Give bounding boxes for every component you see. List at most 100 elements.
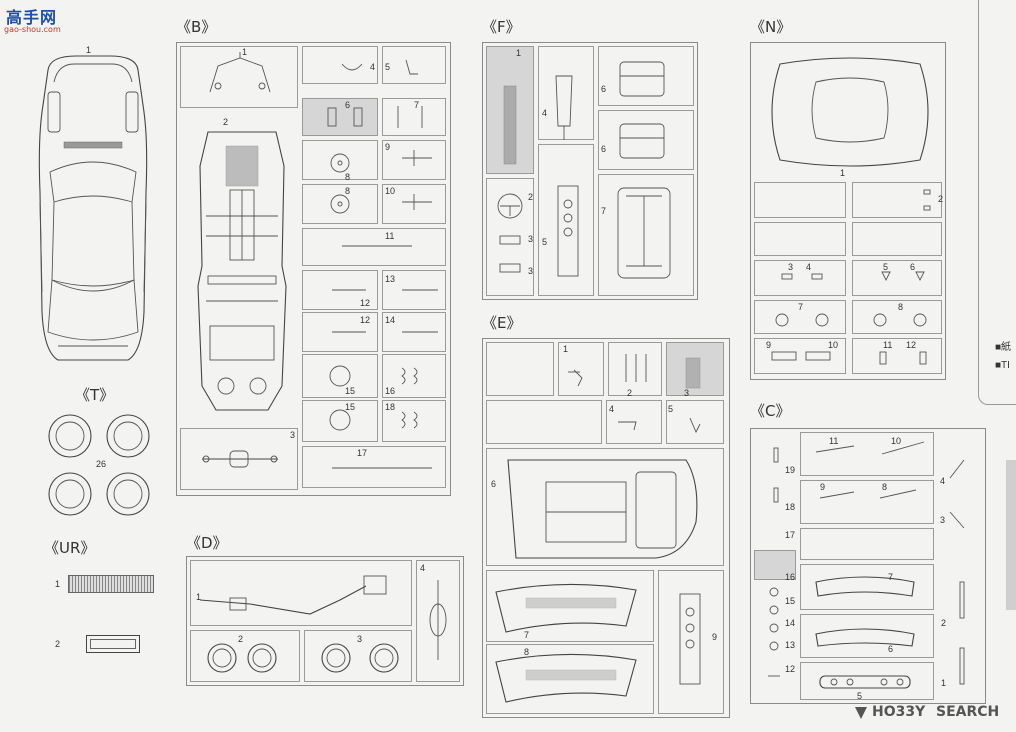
n-num: 1	[840, 168, 846, 178]
b-num: 3	[290, 430, 296, 440]
c-num: 7	[888, 572, 894, 582]
car-body-topview	[38, 55, 148, 361]
c-num: 1	[941, 678, 947, 688]
d-num: 1	[196, 592, 202, 602]
e-num: 2	[627, 388, 633, 398]
n-roof-panel	[771, 57, 929, 167]
b-cell	[302, 270, 378, 310]
c-num: 15	[785, 596, 796, 606]
b-cell	[382, 312, 446, 352]
e-cell	[486, 570, 654, 642]
c-cell	[800, 480, 934, 524]
side-note-2: ■TI	[995, 360, 1010, 371]
n-cell	[852, 338, 942, 374]
f-num: 3	[528, 234, 534, 244]
ur-part-number-2: 2	[55, 639, 61, 649]
f-num: 3	[528, 266, 534, 276]
section-label-b: 《B》	[176, 18, 217, 36]
f-parts	[497, 61, 671, 279]
c-parts	[768, 441, 965, 689]
b-num: 18	[385, 402, 396, 412]
n-num: 2	[938, 194, 944, 204]
e-cell	[486, 400, 602, 444]
tire-rings	[48, 414, 150, 516]
n-cell	[754, 300, 846, 334]
c-num: 12	[785, 664, 796, 674]
site-logo-chinese: 高手网	[6, 8, 58, 27]
section-label-e: 《E》	[482, 314, 522, 332]
b-cell	[302, 140, 378, 180]
b-num: 1	[242, 47, 248, 57]
section-label-n: 《N》	[750, 18, 792, 36]
b-part-3-axle	[202, 450, 278, 468]
f-cell	[538, 144, 594, 296]
f-num: 6	[601, 84, 607, 94]
tire-part-number: 26	[96, 459, 107, 469]
b-part-1-frame	[209, 52, 271, 93]
d-cell	[304, 630, 412, 682]
n-cell	[754, 222, 846, 256]
b-num: 15	[345, 386, 356, 396]
side-gray-block	[1006, 460, 1016, 610]
n-num: 6	[910, 262, 916, 272]
ur-part-2-plate	[86, 635, 140, 653]
n-cell	[754, 260, 846, 296]
d-parts	[199, 575, 447, 673]
side-note-1: ■紙	[995, 342, 1012, 353]
b-num: 13	[385, 274, 396, 284]
c-num: 18	[785, 502, 796, 512]
b-num: 7	[414, 100, 420, 110]
b-cell	[180, 46, 298, 108]
n-small-parts	[771, 189, 931, 365]
c-num: 3	[940, 515, 946, 525]
ur-part-number-1: 1	[55, 579, 61, 589]
n-num: 3	[788, 262, 794, 272]
b-num: 2	[223, 117, 229, 127]
b-cell	[382, 400, 446, 442]
n-num: 12	[906, 340, 917, 350]
d-cell	[190, 630, 300, 682]
c-num: 2	[941, 618, 947, 628]
n-cell	[852, 300, 942, 334]
f-cell	[538, 46, 594, 140]
hobbysearch-logo: HO33Y SEARCH	[854, 704, 1014, 724]
c-num: 16	[785, 572, 796, 582]
d-num: 2	[238, 634, 244, 644]
b-cell	[302, 312, 378, 352]
c-cell	[800, 564, 934, 610]
e-num: 1	[563, 344, 569, 354]
b-cell	[382, 354, 446, 398]
b-num: 11	[385, 231, 395, 241]
c-num: 11	[829, 436, 839, 446]
c-cell	[800, 432, 934, 476]
e-cell	[658, 570, 724, 714]
e-num: 3	[684, 388, 690, 398]
c-num: 5	[857, 691, 863, 701]
c-num: 9	[820, 482, 826, 492]
n-cell	[852, 222, 942, 256]
sprue-frame-f	[482, 42, 698, 300]
n-cell	[852, 260, 942, 296]
c-cell	[800, 528, 934, 560]
d-cell	[190, 560, 412, 626]
hobbysearch-brand: HO33Y	[872, 704, 926, 720]
b-num: 8	[345, 186, 351, 196]
b-num: 12	[360, 298, 371, 308]
b-cell	[302, 184, 378, 224]
sprue-frame-c	[750, 428, 986, 704]
n-num: 11	[883, 340, 893, 350]
b-num: 16	[385, 386, 396, 396]
e-cell	[606, 400, 662, 444]
e-cell	[486, 342, 554, 396]
c-cell-shaded	[754, 550, 796, 580]
e-cell	[486, 644, 654, 714]
e-num: 7	[524, 630, 530, 640]
sprue-frame-d	[186, 556, 464, 686]
b-cell	[382, 184, 446, 224]
b-num: 15	[345, 402, 356, 412]
d-num: 3	[357, 634, 363, 644]
b-cell	[382, 270, 446, 310]
f-cell	[598, 46, 694, 106]
d-cell	[416, 560, 460, 682]
f-cell	[598, 110, 694, 170]
